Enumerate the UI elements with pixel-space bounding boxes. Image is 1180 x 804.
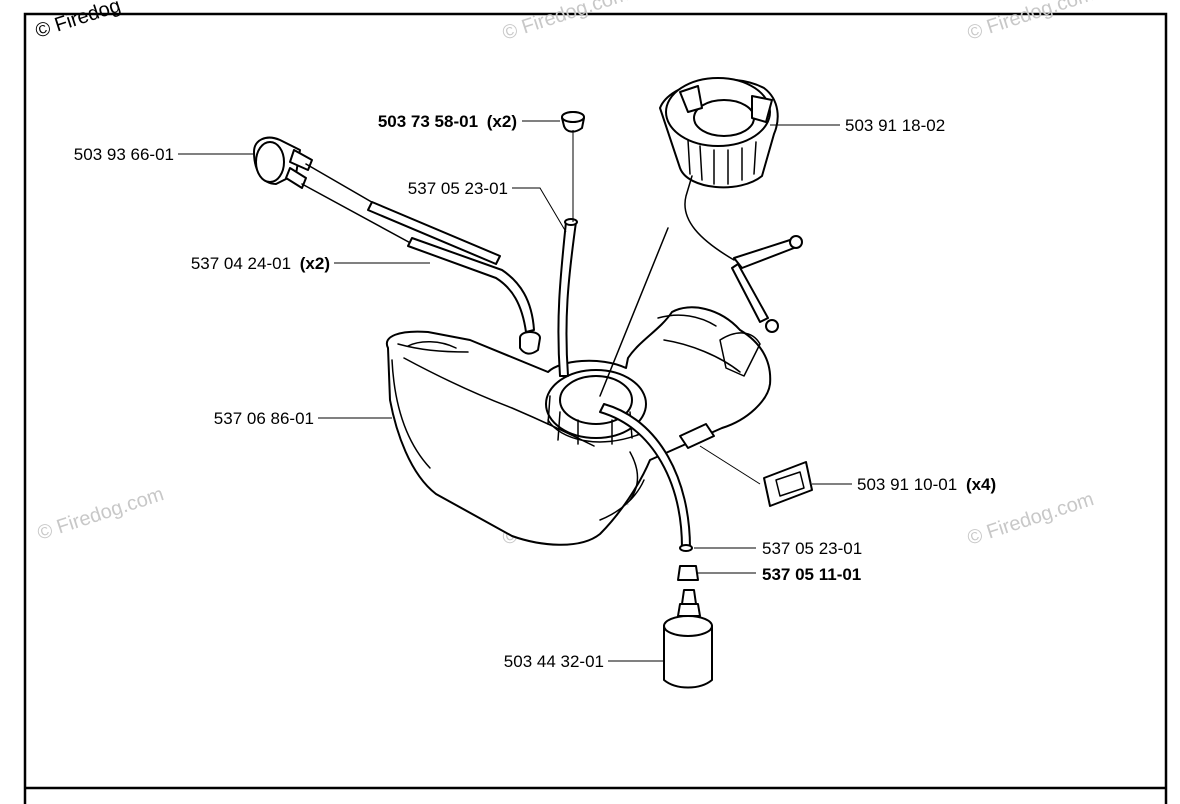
part-number: 503 91 10-01 [857,475,957,494]
part-number: 537 05 23-01 [762,539,862,558]
fuel-tank-drawing [385,306,772,546]
label-hose-pair: 537 04 24-01 (x2) [191,254,330,273]
part-number: 537 04 24-01 [191,254,291,273]
fuel-hose-top-drawing [557,218,578,377]
watermark-right: © Firedog.com [965,488,1097,550]
hose-connector-drawing [677,565,699,581]
part-number: 503 93 66-01 [74,145,174,164]
part-number: 537 05 23-01 [408,179,508,198]
part-number: 503 73 58-01 [378,112,478,131]
vent-valve-drawing [253,136,535,333]
label-fuel-hose-top: 537 05 23-01 [408,179,508,198]
fuel-cap-drawing [659,77,803,333]
label-fuel-tank: 537 06 86-01 [214,409,314,428]
watermark-top-right: © Firedog.com [965,0,1097,45]
watermark-left: © Firedog.com [35,483,167,545]
label-av-mount: 503 91 10-01 (x4) [857,475,996,494]
grommet-drawing [561,111,585,133]
fuel-hose-lower-drawing [599,227,693,552]
label-fuel-cap: 503 91 18-02 [845,116,945,135]
part-number: 537 06 86-01 [214,409,314,428]
part-number: 503 44 32-01 [504,652,604,671]
part-qty: (x4) [966,475,996,494]
leader-lines [178,120,852,662]
fuel-filter-drawing [663,589,713,689]
label-fuel-hose-lower: 537 05 23-01 [762,539,862,558]
diagram-frame [23,12,1168,804]
part-qty: (x2) [487,112,517,131]
label-vent-valve: 503 93 66-01 [74,145,174,164]
copyright-text: © Firedog [33,0,124,43]
label-fuel-filter: 503 44 32-01 [504,652,604,671]
label-grommet: 503 73 58-01 (x2) [378,112,517,131]
part-number: 503 91 18-02 [845,116,945,135]
part-number: 537 05 11-01 [762,565,861,584]
part-qty: (x2) [300,254,330,273]
label-hose-connector: 537 05 11-01 [762,565,861,584]
watermark-top-center: © Firedog.com [500,0,632,45]
av-mount-drawing [763,461,813,507]
